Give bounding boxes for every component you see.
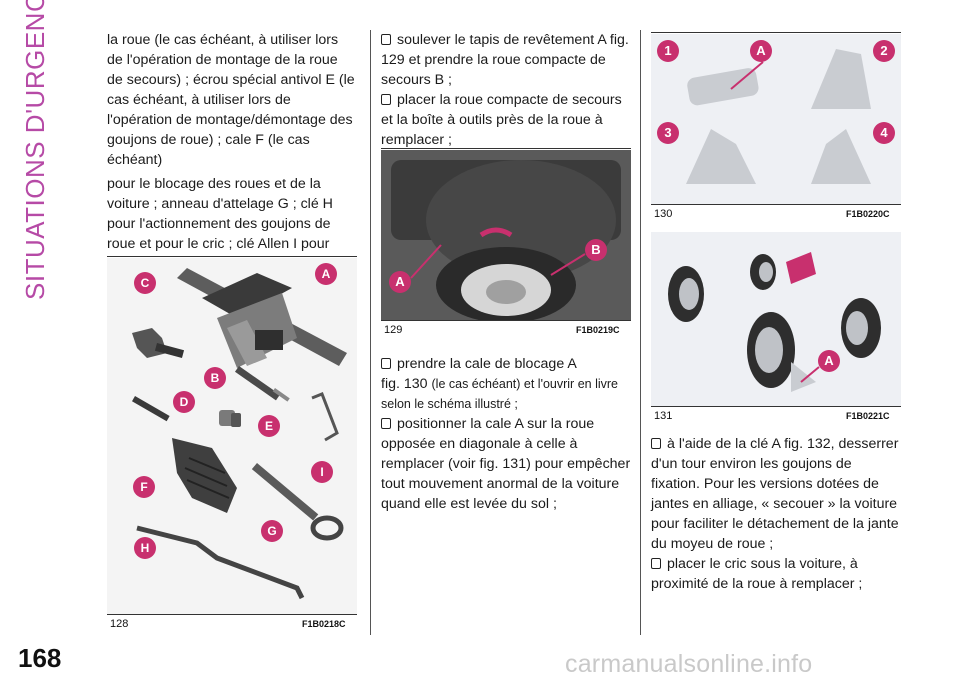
fig128-label-b: B — [211, 371, 220, 385]
column-1: la roue (le cas échéant, à utiliser lors… — [107, 30, 357, 294]
wedge-step-1 — [687, 68, 759, 106]
checkbox-bullet-icon — [651, 558, 661, 569]
fig131-label-a: A — [824, 353, 834, 368]
fig128-label-i: I — [320, 465, 323, 479]
column-divider-2 — [640, 30, 641, 635]
fig129-label-b: B — [591, 242, 600, 257]
allen-key-i-illustration — [311, 392, 339, 442]
checkbox-bullet-icon — [381, 94, 391, 105]
checkbox-bullet-icon — [651, 438, 661, 449]
col2-step2: placer la roue compacte de secours et la… — [381, 92, 622, 148]
fig128-label-d: D — [180, 395, 189, 409]
fig129-code: F1B0219C — [576, 325, 620, 335]
fig128-top-rule — [107, 256, 357, 257]
column-3: à l'aide de la clé A fig. 132, desserrer… — [651, 434, 901, 594]
checkbox-bullet-icon — [381, 418, 391, 429]
fig130-number: 130 — [654, 208, 673, 220]
figure-130-wedge-steps: 1 A 2 3 4 — [651, 34, 901, 204]
wrench-h-illustration — [136, 525, 305, 600]
screwdriver-b-illustration — [234, 366, 290, 402]
fig128-label-c: C — [141, 276, 150, 290]
section-title: SITUATIONS D'URGENCE — [20, 0, 50, 300]
wheel-front-left — [747, 312, 816, 392]
fig130-code: F1B0220C — [846, 209, 890, 219]
direction-arrow-icon — [786, 252, 816, 284]
wheel-rear-right — [750, 254, 776, 290]
fig130-bottom-rule — [651, 204, 901, 205]
fig129-number: 129 — [384, 324, 403, 336]
fig129-top-rule — [381, 148, 631, 149]
column-2-top: soulever le tapis de revêtement A fig. 1… — [381, 30, 631, 150]
wedge-f-illustration — [172, 438, 237, 513]
col1-para1: la roue (le cas échéant, à utiliser lors… — [107, 32, 355, 168]
wedge-step-2 — [811, 49, 871, 109]
page-number: 168 — [18, 643, 62, 673]
tow-ring-g-illustration — [251, 463, 344, 541]
adapter-c-illustration — [132, 328, 185, 358]
fig129-label-a: A — [395, 274, 405, 289]
fig130-label-4: 4 — [880, 125, 888, 140]
col3-step2: placer le cric sous la voiture, à proxim… — [651, 556, 863, 592]
fig128-label-f: F — [140, 480, 147, 494]
fig128-label-e: E — [265, 419, 273, 433]
fig130-top-rule — [651, 32, 901, 33]
fig130-label-2: 2 — [880, 43, 887, 58]
jack-illustration — [177, 268, 347, 368]
pin-d-illustration — [132, 396, 170, 422]
figure-128-tools: A B C D E F G H I — [107, 258, 357, 614]
col2-step4: positionner la cale A sur la roue opposé… — [381, 416, 631, 512]
col3-step1: à l'aide de la clé A fig. 132, desserrer… — [651, 436, 899, 552]
fig130-label-3: 3 — [664, 125, 671, 140]
fig128-label-a: A — [322, 267, 331, 281]
figure-129-trunk: A B — [381, 150, 631, 320]
wheel-front-right — [841, 298, 881, 358]
wedge-step-3 — [686, 129, 756, 184]
fig128-label-h: H — [141, 541, 150, 555]
watermark: carmanualsonline.info — [565, 650, 813, 678]
fig128-number: 128 — [110, 618, 129, 630]
fig131-code: F1B0221C — [846, 411, 890, 421]
fig130-label-a: A — [756, 43, 766, 58]
fig131-bottom-rule — [651, 406, 901, 407]
wheel-rear-left — [668, 266, 704, 322]
wedge-step-4 — [811, 129, 871, 184]
fig131-number: 131 — [654, 410, 673, 422]
fig128-code: F1B0218C — [302, 619, 346, 629]
column-divider-1 — [370, 30, 371, 635]
fig130-label-1: 1 — [664, 43, 671, 58]
figure-131-wheels: A — [651, 232, 901, 406]
fig128-label-g: G — [267, 524, 276, 538]
nut-e-illustration — [219, 410, 241, 427]
fig128-bottom-rule — [107, 614, 357, 615]
checkbox-bullet-icon — [381, 34, 391, 45]
checkbox-bullet-icon — [381, 358, 391, 369]
fig129-bottom-rule — [381, 320, 631, 321]
col2-step1: soulever le tapis de revêtement A fig. 1… — [381, 32, 629, 88]
